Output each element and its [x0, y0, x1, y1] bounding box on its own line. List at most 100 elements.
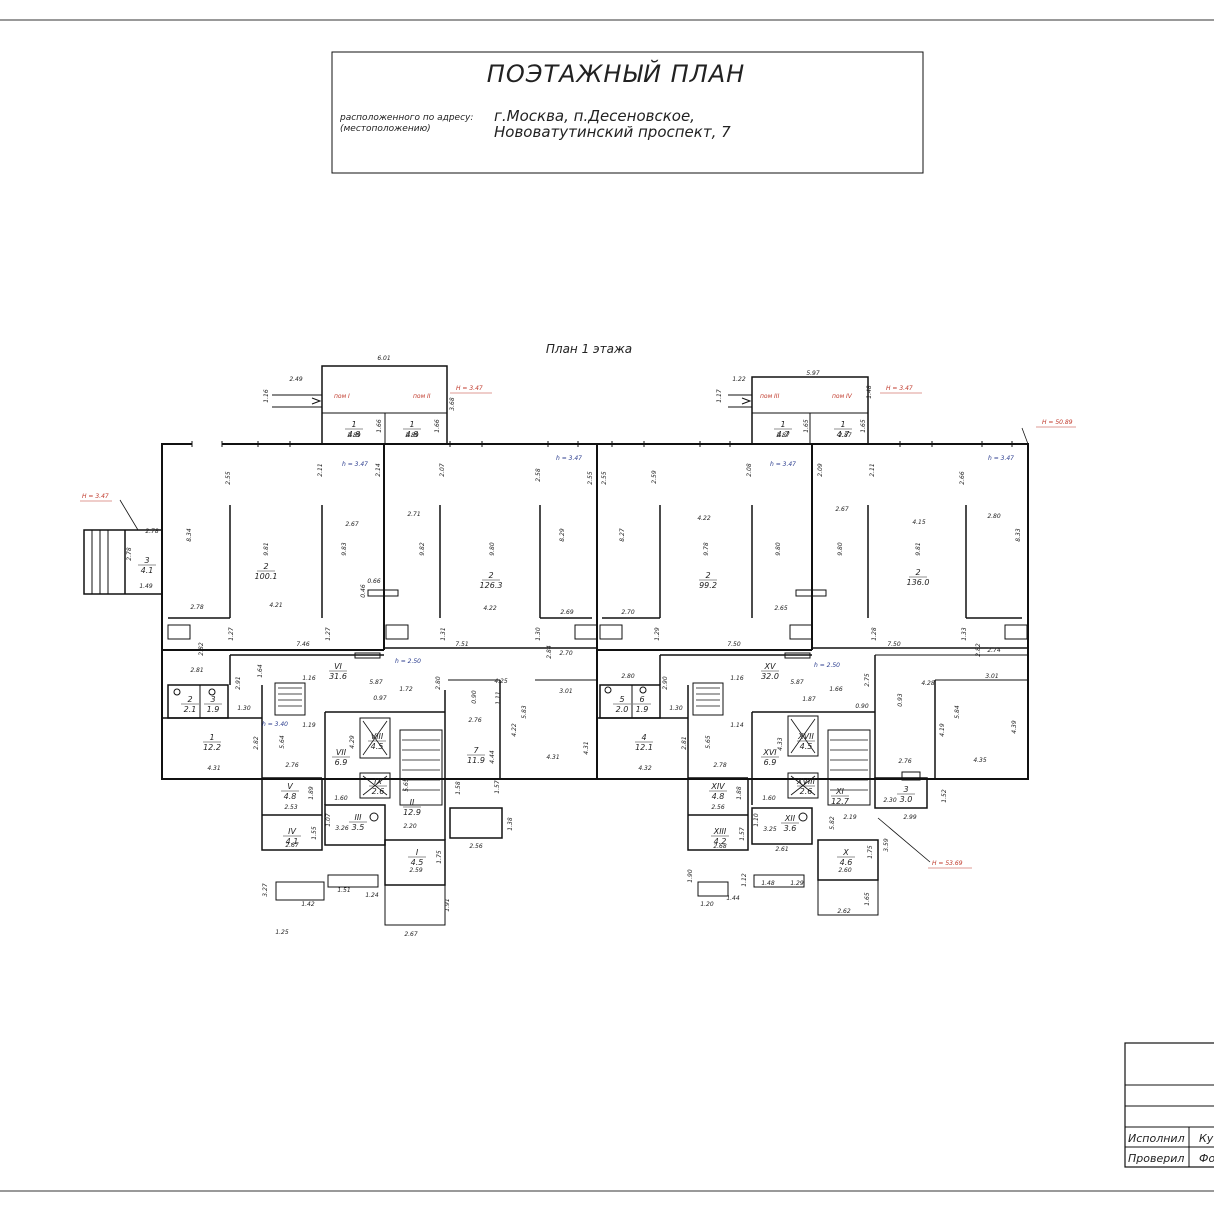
- room-number: 4: [641, 733, 646, 742]
- dimension-label: 5.65: [705, 735, 712, 749]
- room-label: IX2.6: [369, 777, 387, 796]
- dimension-label: 4.44: [489, 750, 496, 764]
- room-label: 22.1: [181, 695, 199, 714]
- dimension-label: 0.66: [367, 578, 381, 585]
- room-number: 2: [263, 562, 268, 571]
- dimension-label: 1.29: [654, 627, 661, 641]
- dimension-label: 2.68: [713, 843, 727, 850]
- room-label: 711.9: [467, 746, 485, 765]
- dimension-label: 4.35: [973, 757, 987, 764]
- room-area: 3.5: [352, 823, 365, 832]
- dimension-label: 1.64: [257, 664, 264, 678]
- dimension-label: 0.90: [855, 703, 869, 710]
- dimension-label: 1.51: [337, 887, 350, 894]
- dimension-label: 2.61: [775, 846, 788, 853]
- dimension-label: 2.82: [198, 642, 205, 656]
- dimension-label: 2.20: [403, 823, 417, 830]
- dimension-label: 1.48: [866, 385, 873, 399]
- dimension-label: 1.30: [535, 627, 542, 641]
- address-line-2: Нововатутинский проспект, 7: [494, 123, 731, 141]
- height-markers: H = 3.47 H = 3.47 H = 3.47 H = 50.89 H =…: [80, 385, 1076, 869]
- room-area: 1.9: [636, 705, 649, 714]
- dimension-label: 2.78: [190, 604, 204, 611]
- dimension-label: 1.87: [802, 696, 816, 703]
- porch-label-4: пом IV: [832, 393, 853, 400]
- dimension-label: 2.80: [987, 513, 1001, 520]
- dimension-label: 8.34: [186, 528, 193, 542]
- dimension-label: 2.89: [347, 432, 361, 439]
- h-main-marker-1: h = 3.47: [342, 461, 368, 468]
- dimension-label: 7.50: [887, 641, 901, 648]
- dimension-label: 2.14: [375, 463, 382, 477]
- stamp-checker-label: Проверил: [1128, 1152, 1184, 1165]
- dimension-label: 1.58: [455, 781, 462, 795]
- dimension-label: 2.67: [345, 521, 359, 528]
- room-area: 1.9: [207, 705, 220, 714]
- dimension-label: 2.82: [975, 643, 982, 657]
- room-area: 4.7: [777, 430, 791, 439]
- dimension-label: 1.57: [494, 780, 501, 794]
- room-number: XIII: [713, 827, 727, 836]
- room-number: 3: [903, 785, 908, 794]
- room-label: 412.1: [635, 733, 653, 752]
- room-number: 3: [210, 695, 215, 704]
- dimension-label: 1.27: [228, 627, 235, 641]
- dimension-label: 2.87: [838, 432, 852, 439]
- room-number: IX: [374, 777, 382, 786]
- h-mid-marker-2: h = 2.50: [814, 662, 840, 669]
- dimension-label: 1.42: [301, 901, 315, 908]
- room-area: 4.8: [348, 430, 361, 439]
- dimension-label: 4.15: [912, 519, 926, 526]
- dimension-label: 1.29: [790, 880, 804, 887]
- room-number: XVI: [762, 748, 777, 757]
- dimension-label: 2.55: [225, 471, 232, 485]
- dimension-label: 2.71: [407, 511, 420, 518]
- dimension-label: 2.99: [903, 814, 917, 821]
- room-area: 2.1: [184, 705, 197, 714]
- dimension-label: 2.76: [285, 762, 299, 769]
- dimension-label: 2.76: [898, 758, 912, 765]
- dimension-label: 1.90: [687, 869, 694, 883]
- room-number: V: [287, 782, 293, 791]
- dimension-label: 2.08: [746, 463, 753, 477]
- room-number: 2: [187, 695, 192, 704]
- room-area: 4.8: [284, 792, 297, 801]
- room-number: XVII: [797, 732, 814, 741]
- room-area: 31.6: [329, 672, 347, 681]
- dimension-label: 1.33: [961, 627, 968, 641]
- dimension-label: 5.87: [369, 679, 383, 686]
- room-area: 11.9: [467, 756, 485, 765]
- dimension-label: 1.30: [669, 705, 683, 712]
- room-number: 7: [473, 746, 479, 755]
- dimension-label: 9.80: [775, 542, 782, 556]
- dimension-label: 2.60: [838, 867, 852, 874]
- dimension-label: 4.19: [939, 723, 946, 737]
- room-area: 99.2: [699, 581, 717, 590]
- dimension-label: 2.90: [662, 676, 669, 690]
- dimension-label: 8.29: [559, 528, 566, 542]
- dimension-label: 1.65: [803, 419, 810, 433]
- porch-label-2: пом II: [413, 393, 431, 400]
- dimension-label: 1.65: [864, 892, 871, 906]
- dimension-label: 2.59: [409, 867, 423, 874]
- room-area: 4.5: [800, 742, 813, 751]
- dimension-label: 3.59: [883, 838, 890, 852]
- dimension-label: 1.75: [436, 850, 443, 864]
- dimension-label: 4.22: [511, 723, 518, 737]
- dimension-label: 5.83: [521, 705, 528, 719]
- dimension-label: 1.66: [376, 419, 383, 433]
- stamp-block: Исполнил Ку Проверил Фо: [1124, 1042, 1214, 1168]
- dimension-label: 1.38: [507, 817, 514, 831]
- room-number: 1: [351, 420, 356, 429]
- room-number: XV: [764, 662, 776, 671]
- dimension-label: 5.97: [806, 370, 820, 377]
- room-label: 31.9: [204, 695, 222, 714]
